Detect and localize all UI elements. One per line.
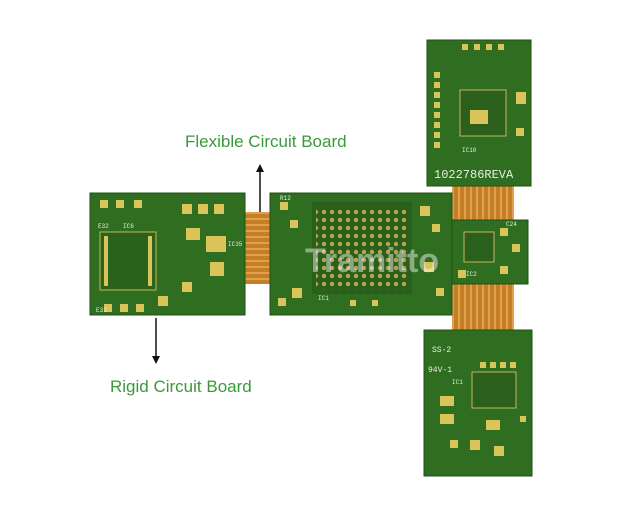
- rigid-board-center: IC1 R12: [269, 192, 453, 316]
- svg-text:E32: E32: [98, 223, 109, 230]
- svg-text:E31: E31: [96, 307, 107, 314]
- flexible-pointer-arrow: [256, 164, 264, 212]
- flex-cable-top: [452, 186, 514, 220]
- svg-text:IC6: IC6: [123, 223, 134, 230]
- rigid-board-top: IC10 1022786REVA: [426, 39, 532, 187]
- rigid-pointer-arrow: [152, 318, 160, 364]
- flex-cable-bottom: [452, 284, 514, 332]
- svg-text:IC1: IC1: [452, 379, 463, 386]
- ul-mark-silkscreen: SS-2: [432, 346, 451, 355]
- svg-text:C24: C24: [506, 221, 517, 228]
- rigid-board-right-middle: IC2 C24: [451, 219, 529, 285]
- svg-text:IC35: IC35: [228, 241, 243, 248]
- watermark-text: Tramitto: [305, 242, 439, 280]
- svg-text:IC1: IC1: [318, 295, 329, 302]
- rigid-circuit-board-caption: Rigid Circuit Board: [110, 377, 252, 396]
- rigid-board-bottom: SS-2 94V-1 IC1: [423, 329, 533, 477]
- flexible-circuit-board-caption: Flexible Circuit Board: [185, 132, 347, 151]
- svg-text:R12: R12: [280, 195, 291, 202]
- rigid-board-left: IC6 E32 IC35 E31: [89, 192, 246, 316]
- part-number-silkscreen: 1022786REVA: [434, 168, 514, 182]
- svg-text:IC2: IC2: [466, 271, 477, 278]
- rating-silkscreen: 94V-1: [428, 366, 452, 375]
- svg-text:IC10: IC10: [462, 147, 477, 154]
